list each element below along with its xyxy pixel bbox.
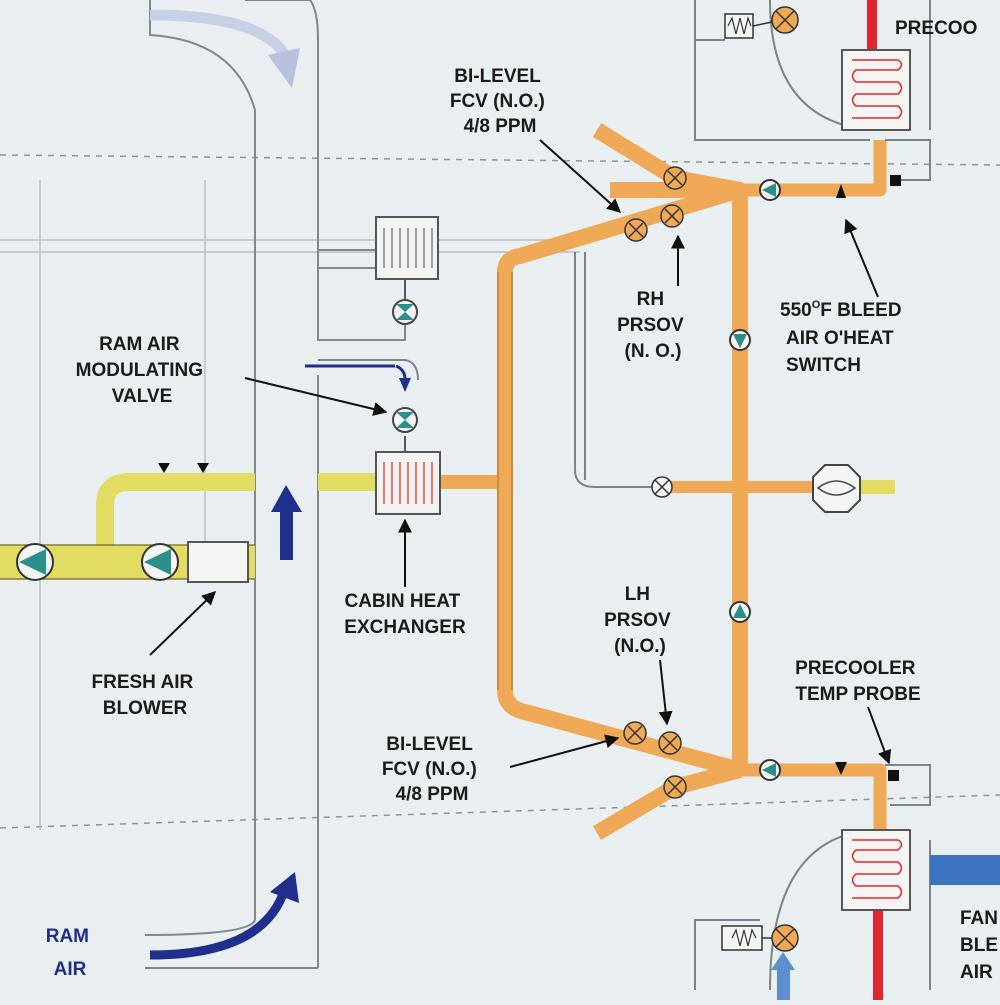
bleed-valve-bottom-branch (663, 775, 687, 799)
modulating-valve-upper (392, 299, 418, 325)
cabin-heat-exchanger-label: CABIN HEAT EXCHANGER (344, 591, 466, 638)
precooler-top (841, 49, 911, 131)
rh-prsov (660, 204, 684, 228)
spring-actuator-bottom (721, 925, 772, 951)
crossfeed-check-lower (729, 601, 751, 623)
bilevel-fcv-top (624, 218, 648, 242)
rh-prsov-label: RH PRSOV (N. O.) (617, 289, 689, 362)
precooler-bottom (841, 829, 911, 911)
ram-air-duct (144, 0, 419, 969)
lh-prsov-label: LH PRSOV (N.O.) (604, 584, 676, 657)
hot-duct (867, 0, 883, 1000)
fresh-air-duct (0, 473, 895, 579)
ram-air-modulating-valve-label: RAM AIR MODULATING VALVE (76, 334, 209, 407)
shutoff-valve-grey (651, 476, 673, 498)
lh-prsov (658, 731, 682, 755)
check-valve-bottom (759, 759, 781, 781)
bleed-overheat-switch-label-2: AIR O'HEAT SWITCH (786, 328, 899, 376)
temp-sensors (158, 175, 901, 781)
bilevel-fcv-bottom-label: BI-LEVEL FCV (N.O.) 4/8 PPM (382, 734, 482, 805)
fresh-air-blower-label: FRESH AIR BLOWER (92, 672, 199, 719)
background-linework (0, 154, 1000, 830)
blower-fan-right (141, 543, 179, 581)
ram-air-modulating-valve (392, 407, 418, 433)
fan-air-arrow (771, 855, 1000, 1000)
fan-air-valve-bottom (771, 924, 799, 952)
octagon-component (812, 464, 861, 513)
ram-air-label: RAM AIR (46, 926, 95, 980)
bleed-valve-top-branch (663, 166, 687, 190)
spring-actuator-top (724, 13, 773, 39)
fan-air-valve-top (771, 6, 799, 34)
ram-air-heat-exchanger (375, 216, 439, 300)
check-valve-top (759, 179, 781, 201)
bilevel-fcv-bottom (623, 721, 647, 745)
leader-arrows (149, 139, 892, 768)
ram-air-flow-arrows (149, 9, 411, 960)
blower-fan-left (16, 543, 54, 581)
cabin-heat-exchanger (375, 436, 441, 515)
fresh-air-blower (187, 541, 249, 583)
bleed-air-duct-edge (497, 272, 513, 690)
bilevel-fcv-top-label: BI-LEVEL FCV (N.O.) 4/8 PPM (450, 66, 550, 137)
precooler-temp-probe-label: PRECOOLER TEMP PROBE (795, 658, 921, 705)
crossfeed-check-upper (729, 329, 751, 351)
fan-bleed-air-label: FAN BLE AIR (960, 908, 1000, 983)
precooler-top-label: PRECOO (895, 18, 977, 39)
bleed-overheat-switch-label: 550OF BLEED (780, 299, 902, 321)
